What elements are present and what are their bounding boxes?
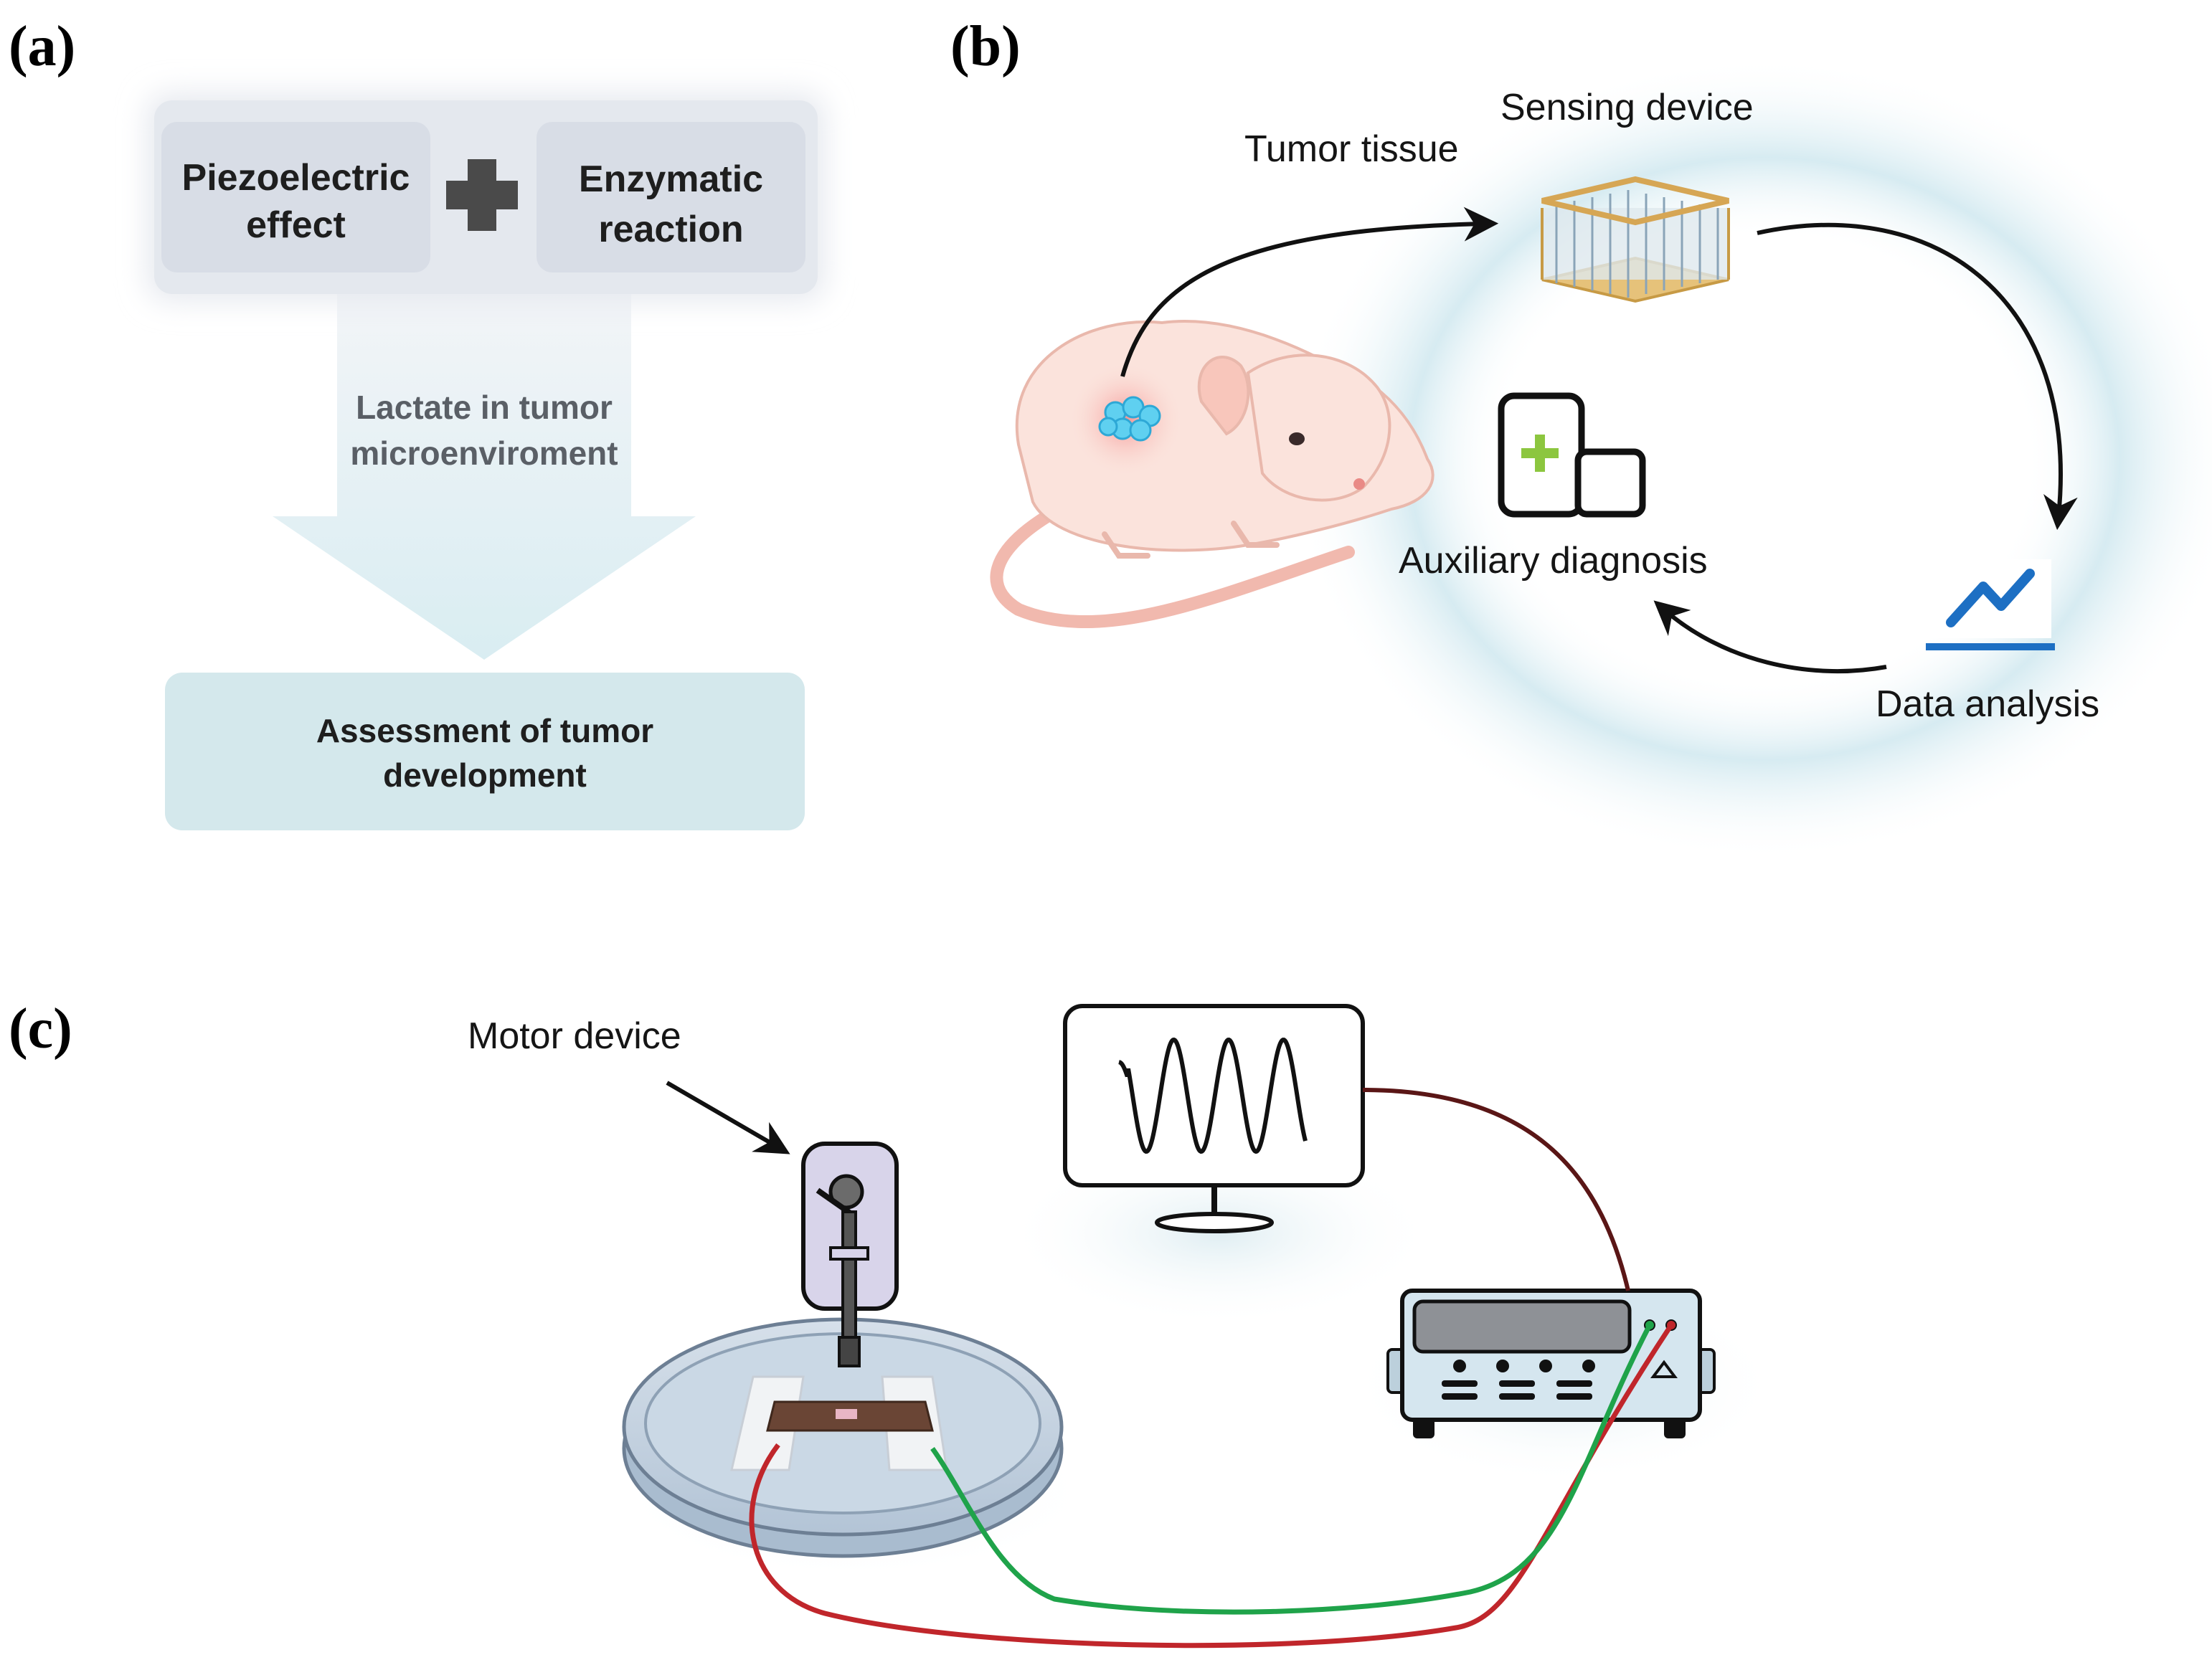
panel-b xyxy=(990,57,2212,860)
enzymatic-box xyxy=(537,122,805,272)
sensing-device-label: Sensing device xyxy=(1500,87,1754,128)
plus-icon xyxy=(446,159,518,231)
assessment-line-2: development xyxy=(383,756,587,794)
tumor-cells xyxy=(1098,396,1161,442)
panel-a xyxy=(147,93,825,830)
lactate-line-1: Lactate in tumor xyxy=(356,389,613,426)
flow-arrow xyxy=(273,287,696,660)
chart-icon xyxy=(1926,559,2055,650)
sensing-device-icon xyxy=(1541,176,1730,303)
assessment-label: Assessment of tumor development xyxy=(165,708,805,797)
arrow-to-sensing-device xyxy=(1120,207,1499,377)
enzymatic-line-2: reaction xyxy=(598,209,744,250)
ear xyxy=(1197,356,1250,436)
petri-dish-icon xyxy=(622,1317,1064,1558)
motor-device-icon xyxy=(801,1142,899,1367)
piezoelectric-line-2: effect xyxy=(246,204,346,246)
enzymatic-line-1: Enzymatic xyxy=(578,158,764,200)
lactate-line-2: microenviroment xyxy=(350,435,618,472)
tumor-tissue-label: Tumor tissue xyxy=(1244,128,1459,170)
arrow-to-data-analysis xyxy=(1757,222,2078,531)
auxiliary-diagnosis-label: Auxiliary diagnosis xyxy=(1399,540,1708,582)
panel-c xyxy=(617,1004,1779,1649)
cycle-glow xyxy=(1291,57,2212,860)
lactate-label: Lactate in tumor microenviroment xyxy=(273,384,696,476)
enzymatic-label: Enzymatic reaction xyxy=(537,154,805,255)
wire-monitor xyxy=(1362,1088,1630,1291)
piezoelectric-box xyxy=(161,122,430,272)
data-analysis-label: Data analysis xyxy=(1876,683,2100,725)
assessment-box xyxy=(165,673,805,830)
sine-wave-icon xyxy=(1118,1037,1308,1154)
monitor-icon xyxy=(1063,1004,1365,1233)
assessment-line-1: Assessment of tumor xyxy=(316,712,654,749)
panel-label-c: (c) xyxy=(9,997,72,1061)
panel-label-a: (a) xyxy=(9,15,76,78)
panel-label-b: (b) xyxy=(950,15,1021,78)
eye xyxy=(1289,432,1305,445)
arrow-to-diagnosis xyxy=(1653,600,1887,674)
electrochemical-workstation-icon xyxy=(1386,1289,1716,1438)
piezoelectric-line-1: Piezoelectric xyxy=(181,157,410,199)
wire-green xyxy=(930,1324,1653,1615)
motor-device-label: Motor device xyxy=(468,1015,681,1057)
piezoelectric-label: Piezoelectric effect xyxy=(161,154,430,249)
mouse-illustration xyxy=(990,320,1435,628)
diagnosis-icon xyxy=(1498,392,1646,518)
motor-device-pointer xyxy=(666,1081,790,1154)
